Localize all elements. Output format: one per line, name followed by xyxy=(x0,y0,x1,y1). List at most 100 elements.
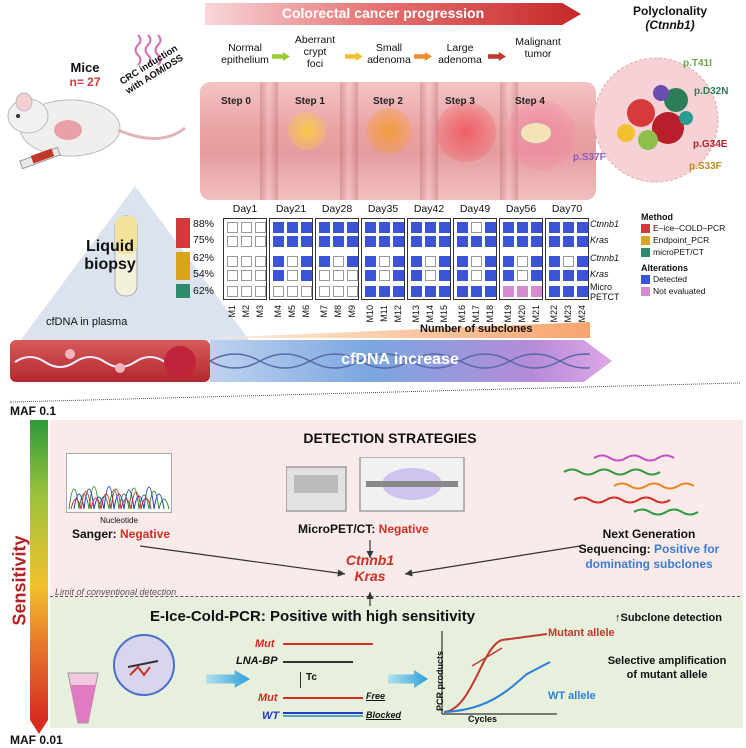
grid-cell xyxy=(379,222,390,233)
aom-dss-waves-icon xyxy=(134,34,162,66)
grid-cell xyxy=(577,270,588,281)
day-label: Day28 xyxy=(321,203,353,215)
grid-cell xyxy=(273,222,284,233)
mouse-illustration xyxy=(7,92,186,157)
grid-cell xyxy=(485,270,496,281)
grid-cell xyxy=(301,270,312,281)
gene-petct: PETCT xyxy=(590,292,620,302)
pct-kras-endpoint: 54% xyxy=(193,268,215,280)
grid-cell xyxy=(577,256,588,267)
grid-cell xyxy=(287,286,298,297)
cfdna-strands xyxy=(14,346,196,378)
strategies-title: DETECTION STRATEGIES xyxy=(303,430,477,446)
grid-cell xyxy=(549,222,560,233)
lna-strand xyxy=(283,661,353,665)
arrow-to-plot xyxy=(388,670,428,688)
grid-cell xyxy=(485,286,496,297)
grid-cell xyxy=(425,286,436,297)
grid-cell xyxy=(393,270,404,281)
mutation-d32n: p.D32N xyxy=(694,86,729,97)
grid-cell xyxy=(227,236,238,247)
grid-cell xyxy=(255,270,266,281)
stage-arrow-1 xyxy=(272,52,290,61)
subclone-detection: ↑Subclone detection xyxy=(615,612,722,624)
grid-cell xyxy=(503,286,514,297)
gene-kras-1: Kras xyxy=(590,235,609,245)
mutation-s33f: p.S33F xyxy=(689,161,722,172)
mouse-id-label: M17 xyxy=(471,305,481,323)
grid-cell xyxy=(379,256,390,267)
grid-cell xyxy=(301,236,312,247)
legend-not-evaluated: Not evaluated xyxy=(653,286,706,296)
grid-cell xyxy=(577,236,588,247)
grid-cell xyxy=(287,256,298,267)
grid-cell xyxy=(241,236,252,247)
sensitivity-gradient-bar xyxy=(30,420,48,720)
mouse-id-label: M13 xyxy=(411,305,421,323)
pct-kras-eicecold: 75% xyxy=(193,234,215,246)
grid-cell xyxy=(301,286,312,297)
grid-cell xyxy=(227,256,238,267)
ngs-dna-strands xyxy=(563,454,699,516)
legend-eicecold: E–ice–COLD–PCR xyxy=(653,223,726,233)
blocked-label: Blocked xyxy=(366,710,402,720)
grid-cell xyxy=(485,222,496,233)
grid-cell xyxy=(319,236,330,247)
pct-micropet: 62% xyxy=(193,285,215,297)
grid-cell xyxy=(319,286,330,297)
colon-illustration xyxy=(200,82,596,200)
limit-label: Limit of conventional detection xyxy=(55,587,177,597)
grid-cell xyxy=(457,236,468,247)
grid-cell xyxy=(333,256,344,267)
mut-strand-2 xyxy=(283,697,363,699)
legend-swatch-eicecold xyxy=(641,224,650,233)
grid-cell xyxy=(255,236,266,247)
polyclonality-gene: (Ctnnb1) xyxy=(645,18,695,32)
grid-cell xyxy=(319,222,330,233)
subclones-wedge xyxy=(210,322,590,338)
mouse-id-label: M3 xyxy=(255,305,265,318)
grid-cell xyxy=(273,256,284,267)
grid-cell xyxy=(577,222,588,233)
grid-cell xyxy=(563,286,574,297)
grid-cell xyxy=(563,236,574,247)
micropet-device-illustration xyxy=(286,457,465,512)
grid-cell xyxy=(577,286,588,297)
step-4-label: Step 4 xyxy=(514,96,545,107)
wt-allele-label: WT allele xyxy=(548,690,596,702)
mouse-id-label: M22 xyxy=(549,305,559,323)
grid-cell xyxy=(347,236,358,247)
step-1-label: Step 1 xyxy=(294,96,325,107)
day-label: Day70 xyxy=(551,203,583,215)
mouse-id-label: M20 xyxy=(517,305,527,323)
mouse-id-label: M21 xyxy=(531,305,541,323)
grid-cell xyxy=(227,270,238,281)
grid-cell xyxy=(241,286,252,297)
grid-cell xyxy=(347,270,358,281)
pct-ctnnb1-endpoint: 62% xyxy=(193,252,215,264)
grid-cell xyxy=(503,236,514,247)
method-bar-eicecold xyxy=(176,218,190,248)
grid-cell xyxy=(333,236,344,247)
grid-cell xyxy=(503,270,514,281)
grid-cell xyxy=(517,256,528,267)
grid-cell xyxy=(485,256,496,267)
pcr-ylabel: PCR products xyxy=(435,651,445,712)
legend-micropet: microPET/CT xyxy=(653,247,704,257)
cfdna-plasma-label: cfDNA in plasma xyxy=(46,316,128,328)
sensitivity-label: Sensitivity xyxy=(9,535,30,626)
grid-cell xyxy=(471,270,482,281)
legend-alterations-title: Alterations xyxy=(641,263,689,273)
grid-cell xyxy=(503,256,514,267)
mice-count: n= 27 xyxy=(69,75,101,89)
gene-micro: Micro xyxy=(590,282,612,292)
mouse-id-label: M12 xyxy=(393,305,403,323)
gene-ctnnb1-1: Ctnnb1 xyxy=(590,219,620,229)
mouse-id-label: M16 xyxy=(457,305,467,323)
